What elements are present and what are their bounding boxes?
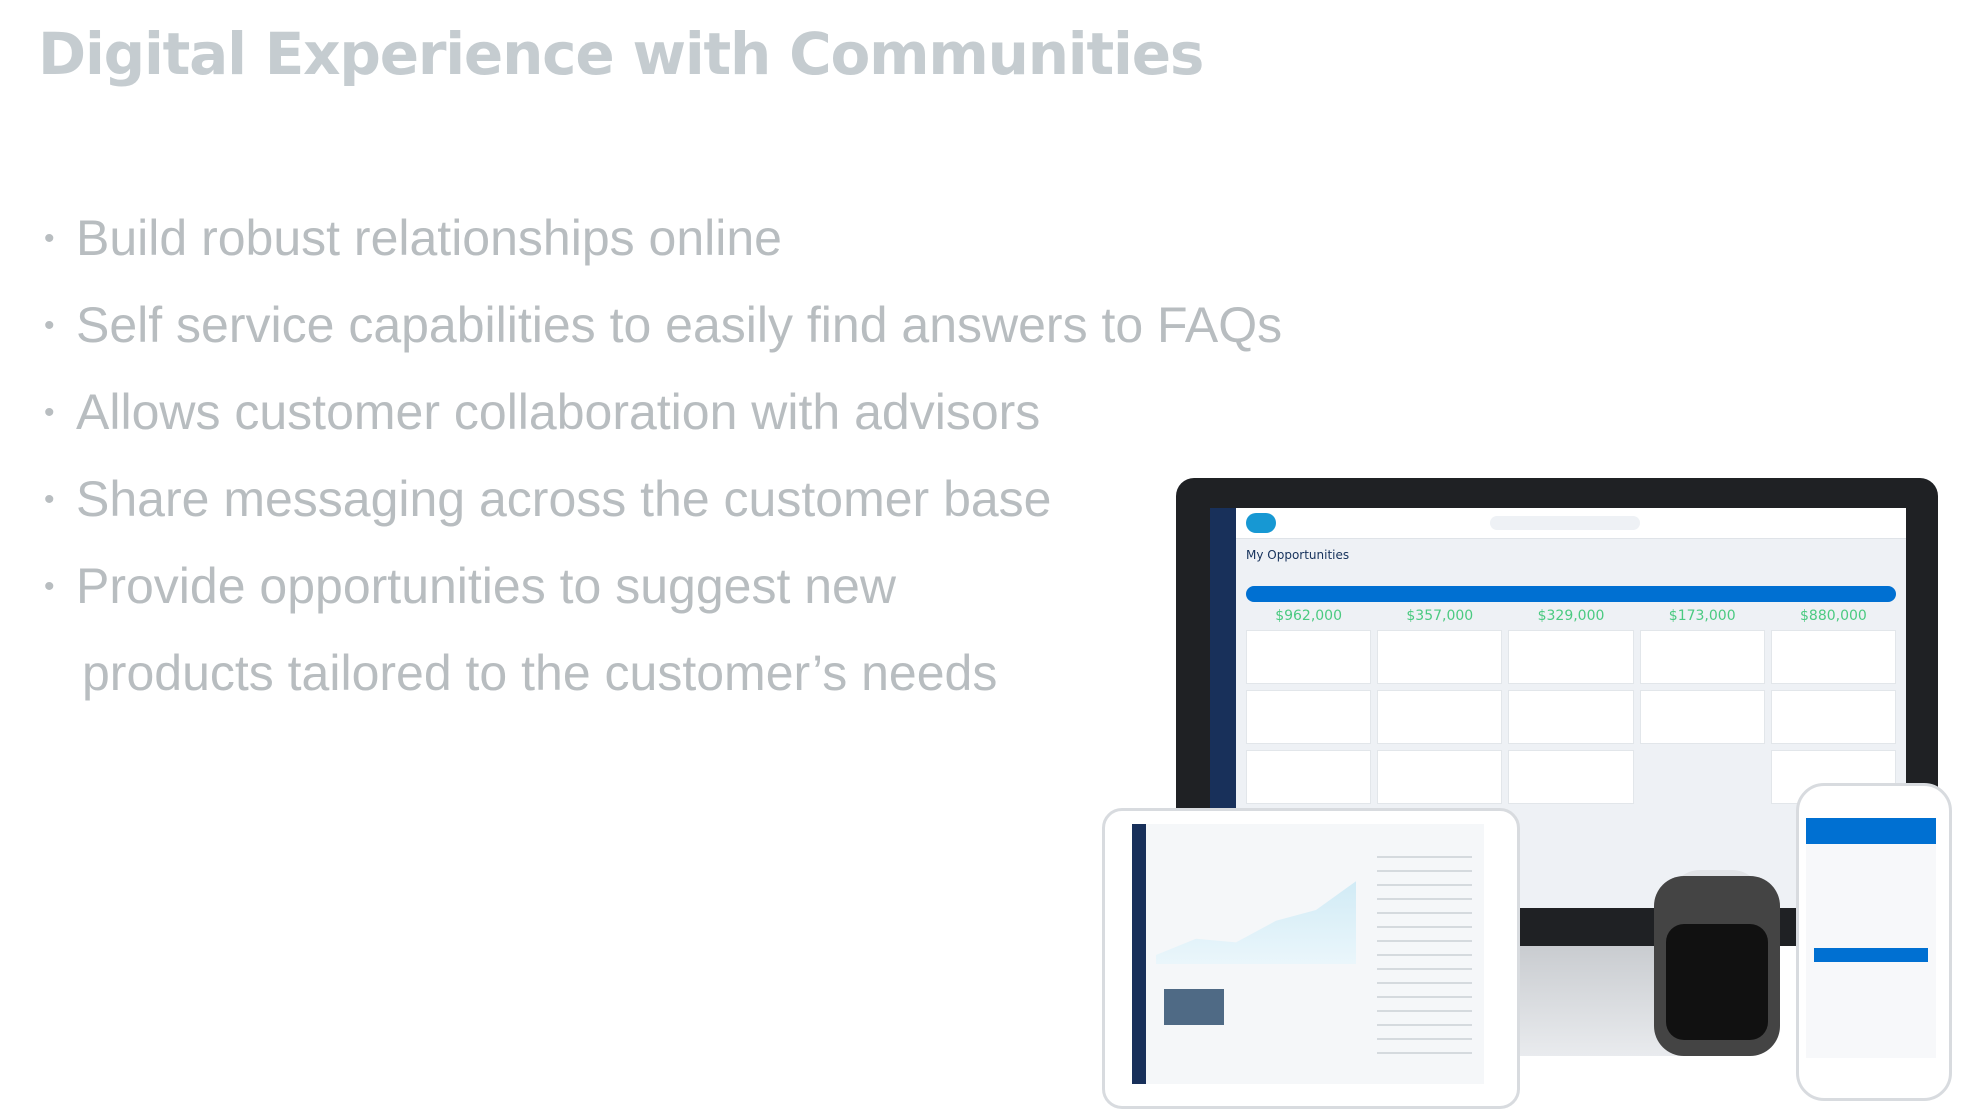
bullet-list: • Build robust relationships online • Self… xyxy=(40,195,1282,717)
phone-header xyxy=(1806,818,1936,844)
opportunity-card xyxy=(1246,750,1372,804)
opportunities-heading: My Opportunities xyxy=(1246,548,1350,562)
kanban-columns: $962,000 $357,000 $329,000 $173,000 $880… xyxy=(1246,608,1897,810)
bullet-item: • Allows customer collaboration with advi… xyxy=(40,369,1282,456)
opportunity-card xyxy=(1770,690,1897,744)
area-chart-graphic xyxy=(1156,881,1356,964)
tablet-screen xyxy=(1132,824,1484,1084)
opportunity-card xyxy=(1246,630,1372,684)
bullet-continuation: products tailored to the customer’s need… xyxy=(82,645,998,701)
bullet-marker: • xyxy=(44,222,55,255)
phone-screen xyxy=(1806,818,1936,1058)
column-amount: $173,000 xyxy=(1668,608,1736,624)
bullet-marker: • xyxy=(44,483,55,516)
bullet-text: Self service capabilities to easily find… xyxy=(76,297,1283,353)
column-amount: $962,000 xyxy=(1275,608,1342,624)
opportunity-card xyxy=(1508,630,1634,684)
kanban-column: $880,000 xyxy=(1770,608,1897,810)
opportunity-card xyxy=(1377,750,1503,804)
phone-action-bar xyxy=(1814,948,1928,962)
bullet-text: Allows customer collaboration with advis… xyxy=(76,384,1041,440)
opportunity-card xyxy=(1508,750,1634,804)
column-amount: $329,000 xyxy=(1537,608,1605,624)
kanban-column: $329,000 xyxy=(1508,608,1634,810)
opportunity-card xyxy=(1639,690,1765,744)
search-bar xyxy=(1490,516,1640,530)
opportunity-card xyxy=(1639,630,1765,684)
opportunity-card xyxy=(1246,690,1372,744)
news-photo xyxy=(1164,989,1224,1025)
column-amount: $357,000 xyxy=(1406,608,1474,624)
bullet-marker: • xyxy=(44,309,55,342)
kanban-column: $357,000 xyxy=(1377,608,1503,810)
opportunity-card xyxy=(1770,630,1897,684)
bullet-marker: • xyxy=(44,570,55,603)
bullet-item: • Share messaging across the customer bas… xyxy=(40,456,1282,543)
bullet-item: • Self service capabilities to easily fin… xyxy=(40,282,1282,369)
stage-path xyxy=(1246,586,1896,602)
kanban-column: $962,000 xyxy=(1246,608,1372,810)
bullet-text: Build robust relationships online xyxy=(76,210,782,266)
bullet-text: Share messaging across the customer base xyxy=(76,471,1052,527)
kanban-column: $173,000 xyxy=(1639,608,1765,810)
opportunity-card xyxy=(1377,630,1503,684)
bullet-item: • Build robust relationships online xyxy=(40,195,1282,282)
bullet-text: Provide opportunities to suggest new xyxy=(76,558,896,614)
slide-title: Digital Experience with Communities xyxy=(38,20,1204,88)
salesforce-logo-icon xyxy=(1246,513,1276,533)
opportunity-card xyxy=(1508,690,1634,744)
bullet-marker: • xyxy=(44,396,55,429)
watch-screen xyxy=(1666,924,1768,1040)
column-amount: $880,000 xyxy=(1800,608,1867,624)
tablet-sidebar xyxy=(1132,824,1146,1084)
bullet-item: • Provide opportunities to suggest new pro… xyxy=(40,543,1282,717)
opportunity-card xyxy=(1377,690,1503,744)
activity-list xyxy=(1377,844,1472,1064)
